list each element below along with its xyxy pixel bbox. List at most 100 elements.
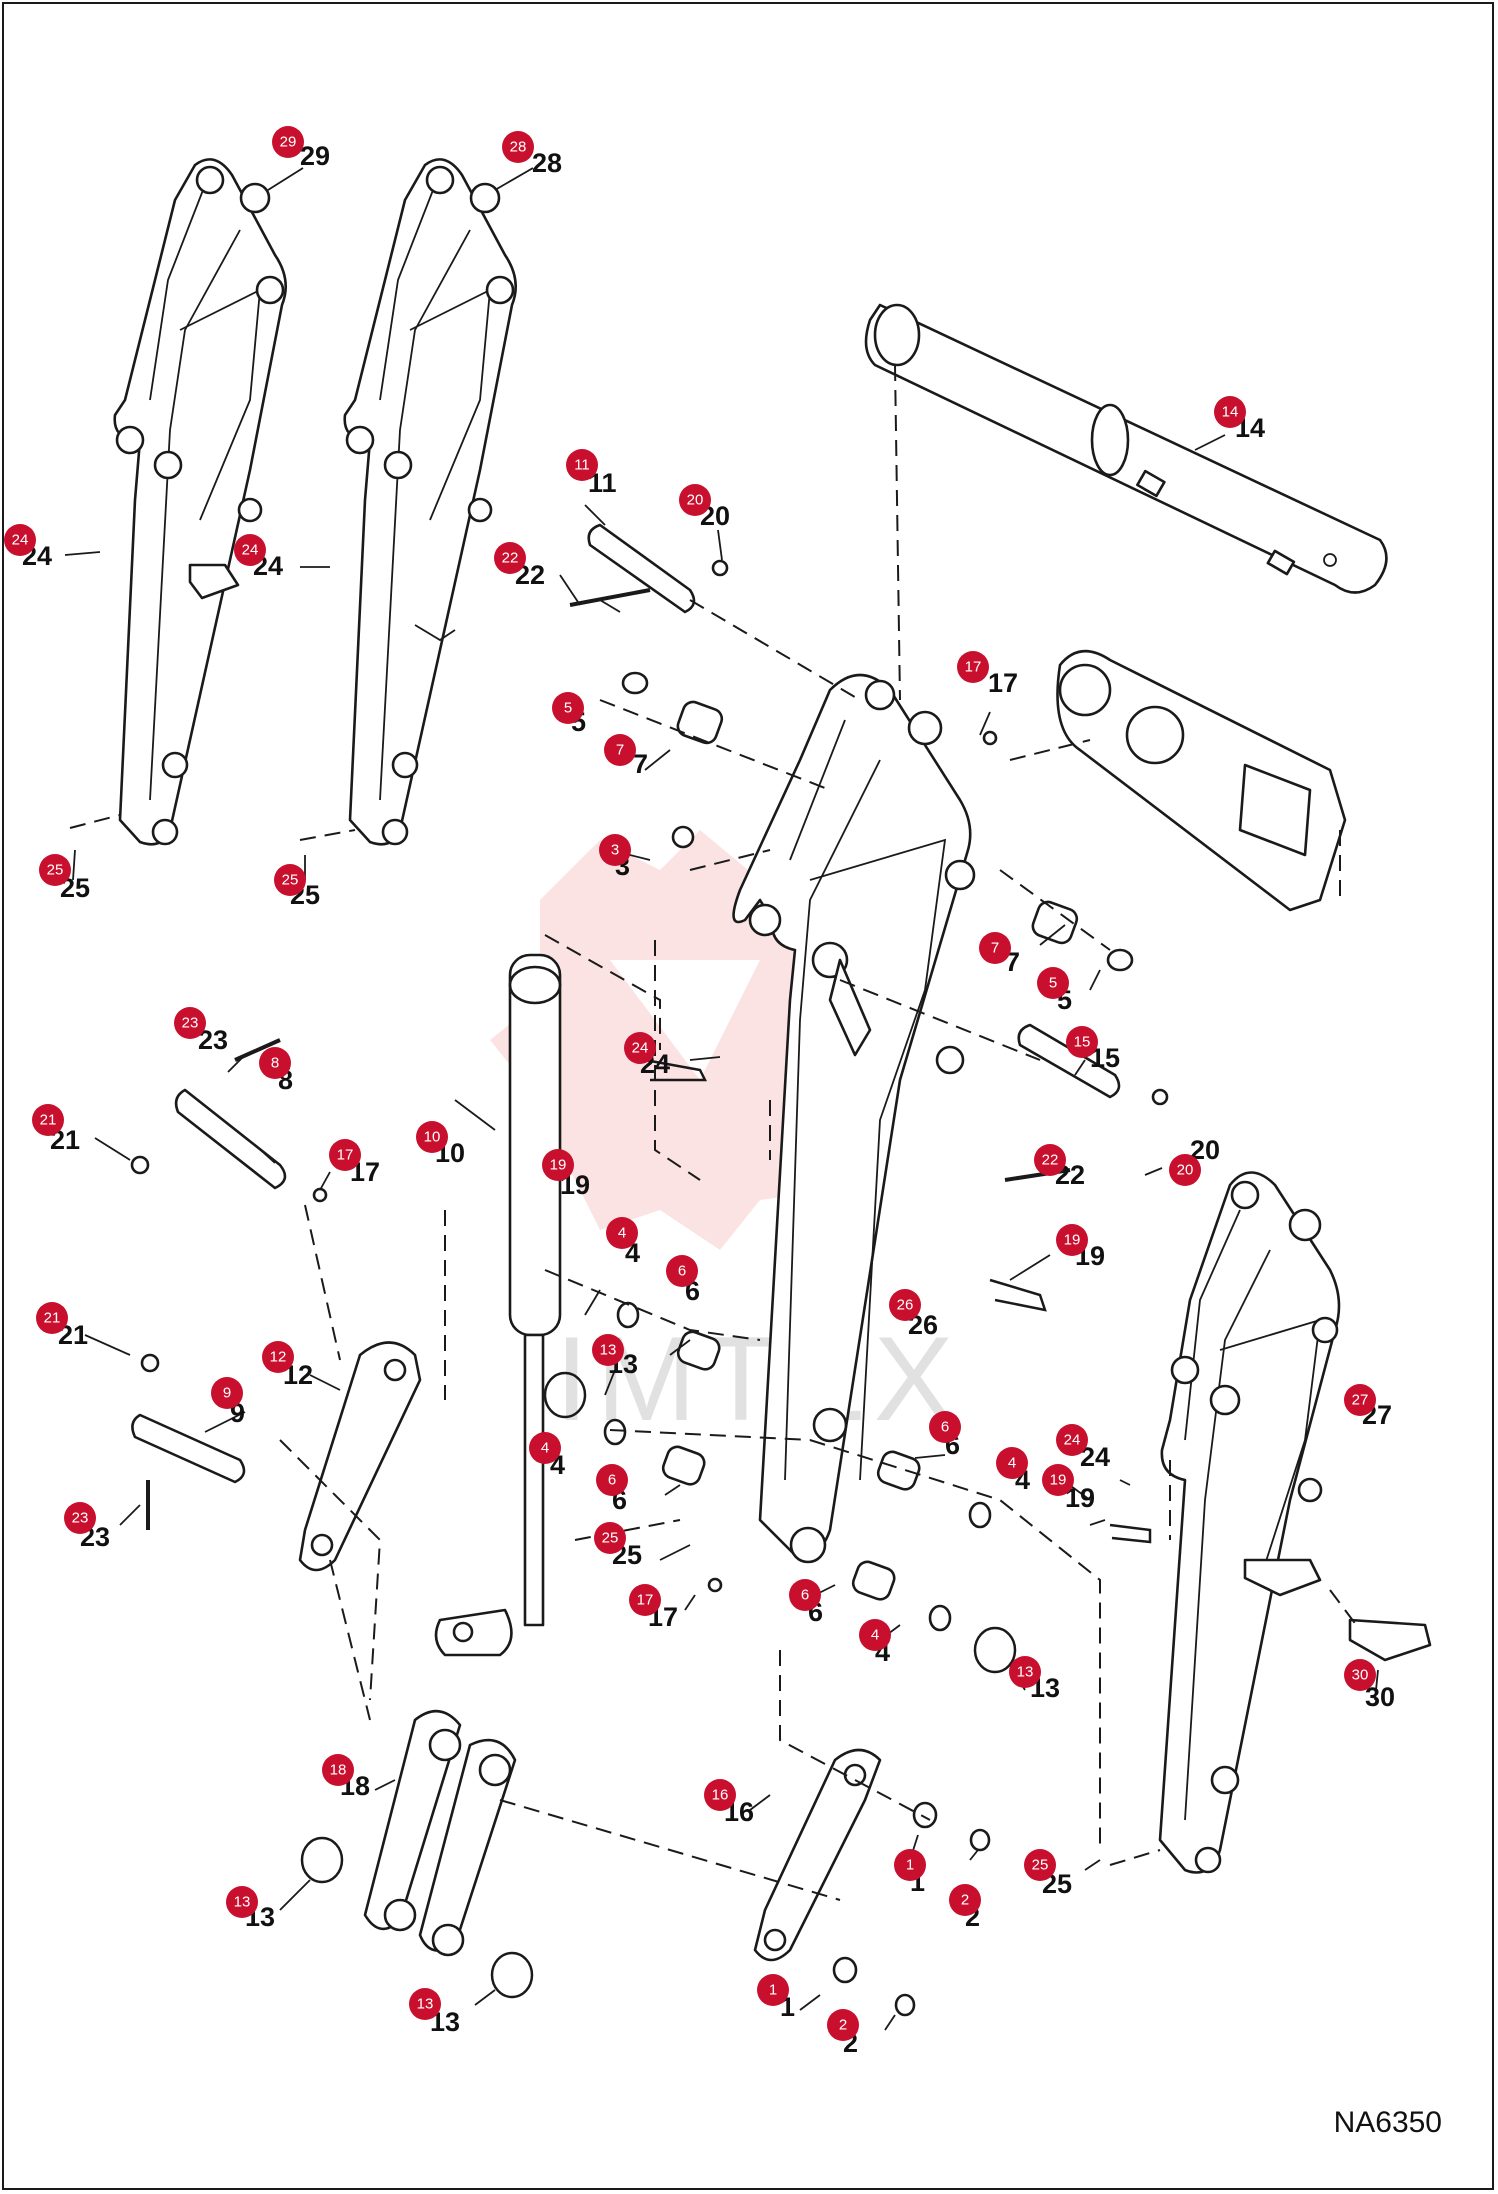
callout-badge-label: 6 <box>678 1263 686 1280</box>
callout-badge <box>566 449 598 481</box>
callout-badge-label: 4 <box>541 1440 549 1457</box>
callout-badge <box>542 1149 574 1181</box>
callout-badge-label: 5 <box>1049 975 1057 992</box>
callout-badge-label: 27 <box>1352 1392 1369 1409</box>
bushing-7a <box>676 700 724 745</box>
callout-badge-label: 18 <box>330 1762 347 1779</box>
callout-4d: 44 <box>859 1619 891 1667</box>
callout-badge-label: 7 <box>991 940 999 957</box>
callout-badge <box>416 1121 448 1153</box>
callout-badge <box>592 1334 624 1366</box>
arm-28-outline <box>343 158 518 846</box>
callout-badge-label: 17 <box>337 1147 354 1164</box>
callout-badge-label: 13 <box>1017 1664 1034 1681</box>
callout-badge <box>262 1341 294 1373</box>
callout-badge-label: 4 <box>618 1225 626 1242</box>
callout-badge-label: 24 <box>632 1040 649 1057</box>
callout-badge <box>211 1377 243 1409</box>
callout-badge <box>894 1849 926 1881</box>
callout-badge-label: 21 <box>44 1310 61 1327</box>
callout-badge <box>1024 1849 1056 1881</box>
callout-badge-label: 25 <box>602 1530 619 1547</box>
callout-badge-label: 1 <box>769 1982 777 1999</box>
callout-badge <box>274 864 306 896</box>
callout-badge-label: 25 <box>282 872 299 889</box>
bushing-6d <box>851 1560 896 1601</box>
callout-badge-label: 22 <box>502 550 519 567</box>
callout-badge-label: 8 <box>271 1055 279 1072</box>
callout-badge-label: 19 <box>550 1157 567 1174</box>
callout-7a: 77 <box>604 734 648 779</box>
callout-badge-label: 11 <box>574 457 590 474</box>
callout-badge-label: 29 <box>280 134 297 151</box>
cylinder-10 <box>434 953 562 1657</box>
callout-badge-label: 13 <box>600 1342 617 1359</box>
callout-badge <box>234 534 266 566</box>
callout-badge-label: 2 <box>839 2017 847 2034</box>
callout-badge <box>494 542 526 574</box>
callout-badge <box>64 1502 96 1534</box>
part-number-label: 28 <box>532 148 562 178</box>
callout-1b: 11 <box>757 1974 795 2022</box>
callout-badge <box>1169 1154 1201 1186</box>
pin-8 <box>174 1088 287 1190</box>
callout-badge <box>226 1886 258 1918</box>
callout-2a: 22 <box>949 1884 981 1932</box>
callout-badge-label: 3 <box>611 842 619 859</box>
callout-badge-label: 23 <box>182 1015 199 1032</box>
callout-badge <box>174 1007 206 1039</box>
callout-7b: 77 <box>979 932 1020 977</box>
callout-badge-label: 23 <box>72 1510 89 1527</box>
callout-6d: 66 <box>789 1579 823 1627</box>
callout-badge <box>259 1047 291 1079</box>
callout-badge <box>36 1302 68 1334</box>
callout-badge <box>827 2009 859 2041</box>
arm-26-outline <box>732 673 976 1564</box>
seal-rings <box>300 671 1134 2017</box>
part-number-label: 17 <box>988 668 1018 698</box>
callout-badge <box>789 1579 821 1611</box>
callout-badge <box>1037 967 1069 999</box>
callout-badge <box>957 651 989 683</box>
callout-badge-label: 22 <box>1042 1152 1059 1169</box>
callout-badge <box>32 1104 64 1136</box>
callout-badge-label: 1 <box>906 1857 914 1874</box>
callout-badge-label: 13 <box>417 1996 434 2013</box>
callout-badge-label: 28 <box>510 139 527 156</box>
callout-badge <box>859 1619 891 1651</box>
callout-badge <box>704 1779 736 1811</box>
callout-badge-label: 6 <box>941 1419 949 1436</box>
callout-badge-label: 20 <box>687 492 704 509</box>
callout-badge <box>329 1139 361 1171</box>
callout-1a: 11 <box>894 1849 926 1897</box>
callout-6b: 66 <box>929 1411 961 1460</box>
callout-badge <box>996 1447 1028 1479</box>
callout-badge-label: 2 <box>961 1892 969 1909</box>
callout-badge <box>322 1754 354 1786</box>
callout-badge <box>757 1974 789 2006</box>
callout-badge <box>929 1411 961 1443</box>
callout-badge <box>529 1432 561 1464</box>
callout-badge <box>889 1289 921 1321</box>
callout-badge-label: 4 <box>1008 1455 1016 1472</box>
